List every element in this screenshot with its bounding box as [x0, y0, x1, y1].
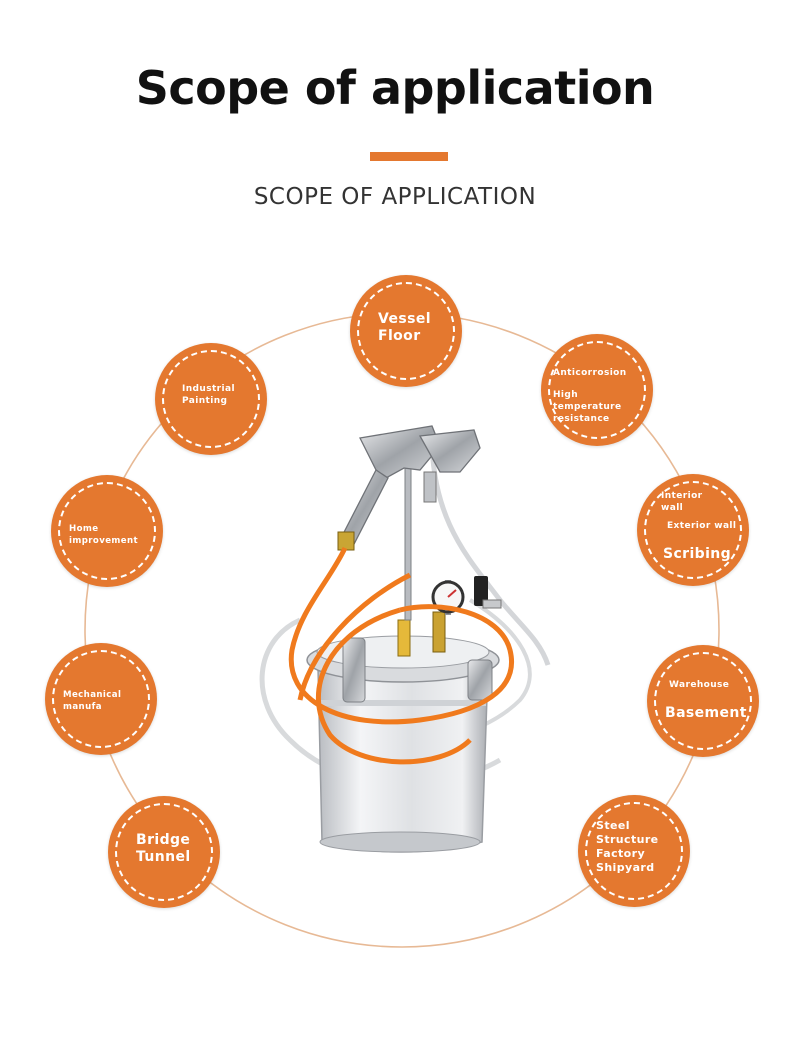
- bubble-anticorrosion: Anticorrosion High temperature resistanc…: [541, 334, 653, 446]
- pressure-pot-spray-gun-icon: [259, 425, 551, 853]
- bubble-industrial-painting: Industrial Painting: [155, 343, 267, 455]
- bubble-label-top: Interior wall: [661, 491, 703, 513]
- bubble-label-middle: Exterior wall: [667, 521, 737, 531]
- bubble-vessel-floor: Vessel Floor: [350, 275, 462, 387]
- bubble-label: Home improvement: [69, 524, 139, 546]
- bubble-label-top: Anticorrosion: [553, 368, 627, 378]
- bubble-warehouse-basement: Warehouse Basement: [647, 645, 759, 757]
- bubble-walls-scribing: Interior wall Exterior wall Scribing: [637, 474, 749, 586]
- bubble-label: Bridge Tunnel: [136, 832, 191, 865]
- bubble-mechanical-manufacturing: Mechanical manufa: [45, 643, 157, 755]
- bubble-label-bottom: Scribing: [663, 546, 732, 562]
- page-title: Scope of application: [135, 61, 655, 115]
- bubble-label-bottom: Basement: [665, 705, 747, 721]
- page-subtitle: SCOPE OF APPLICATION: [253, 184, 537, 210]
- title-accent-bar: [370, 152, 448, 161]
- bubble-label: Industrial Painting: [182, 384, 235, 406]
- bubble-label-bottom: High temperature resistance: [553, 390, 622, 424]
- bubble-label: Vessel Floor: [378, 311, 431, 344]
- bubble-label-top: Warehouse: [669, 680, 730, 690]
- bubble-bridge-tunnel: Bridge Tunnel: [108, 796, 220, 908]
- bubble-home-improvement: Home improvement: [51, 475, 163, 587]
- bubble-label: Mechanical manufa: [63, 690, 122, 712]
- bubble-steel-structure: Steel Structure Factory Shipyard: [578, 795, 690, 907]
- bubble-label: Steel Structure Factory Shipyard: [596, 819, 659, 874]
